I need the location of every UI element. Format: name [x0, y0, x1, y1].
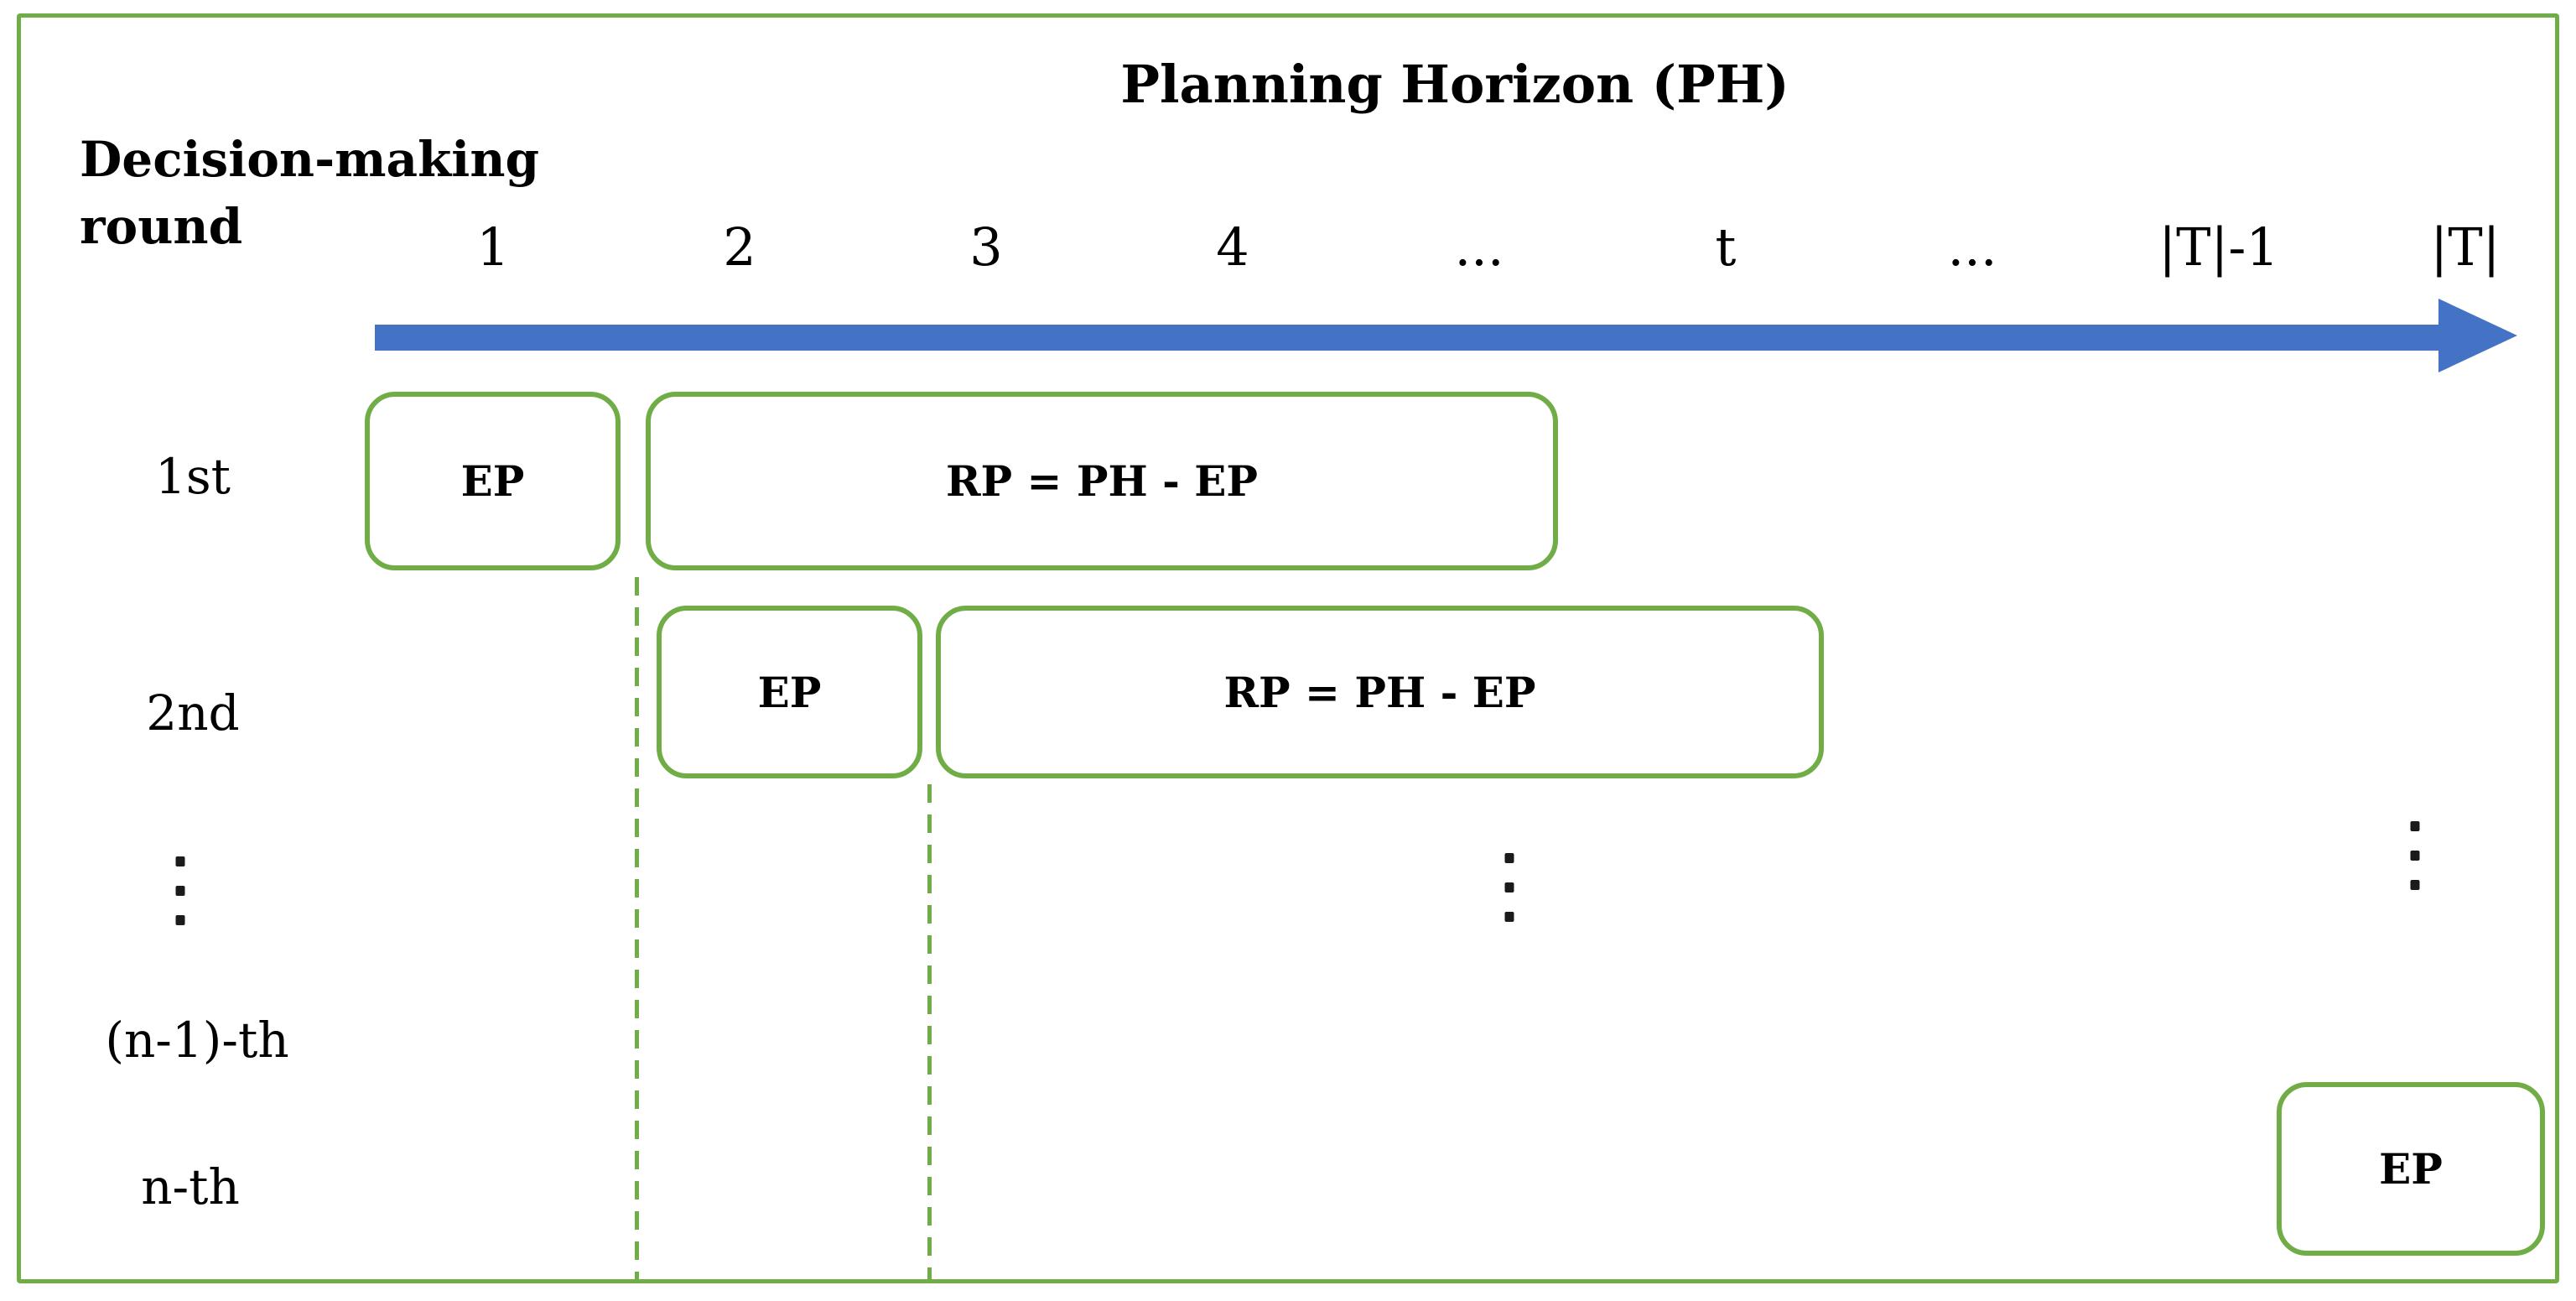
ep-box-round-1: EP [365, 392, 621, 570]
rp-box-round-1: RP = PH - EP [646, 392, 1558, 570]
tick-ellipsis-1: ... [1454, 216, 1504, 278]
tick-1: 1 [476, 216, 510, 278]
ep-box-round-n: EP [2277, 1082, 2545, 1256]
vertical-ellipsis-right [2410, 821, 2420, 890]
vertical-ellipsis-middle [1504, 853, 1514, 922]
round-label-n: n-th [141, 1158, 240, 1215]
ep-box-round-2: EP [657, 606, 922, 778]
round-label-2nd: 2nd [146, 684, 240, 742]
dashed-line-ep2-end [927, 784, 932, 1283]
tick-4: 4 [1216, 216, 1249, 278]
tick-2: 2 [723, 216, 756, 278]
rp-box-round-2: RP = PH - EP [936, 606, 1824, 778]
tick-3: 3 [969, 216, 1003, 278]
diagram-border [17, 13, 2559, 1283]
timeline-arrow-shaft [375, 325, 2444, 351]
rp-box-round-2-label: RP = PH - EP [1223, 667, 1536, 717]
decision-making-round-label-line1: Decision-making [80, 131, 540, 188]
tick-ellipsis-2: ... [1947, 216, 1997, 278]
tick-T: |T| [2430, 216, 2501, 278]
decision-making-round-label-line2: round [80, 198, 243, 255]
rp-box-round-1-label: RP = PH - EP [946, 456, 1258, 506]
dashed-line-ep1-end [635, 577, 639, 1283]
tick-t: t [1715, 216, 1737, 278]
timeline-arrow-head-icon [2438, 299, 2517, 372]
ep-box-round-n-label: EP [2379, 1144, 2443, 1194]
ep-box-round-2-label: EP [757, 667, 822, 717]
vertical-ellipsis-left [175, 856, 185, 925]
ep-box-round-1-label: EP [460, 456, 525, 506]
round-label-n-minus-1: (n-1)-th [105, 1012, 289, 1069]
tick-T-minus-1: |T|-1 [2158, 216, 2279, 278]
decision-making-round-label: Decision-making round [80, 126, 539, 260]
round-label-1st: 1st [155, 448, 231, 505]
page-title: Planning Horizon (PH) [1120, 54, 1789, 115]
